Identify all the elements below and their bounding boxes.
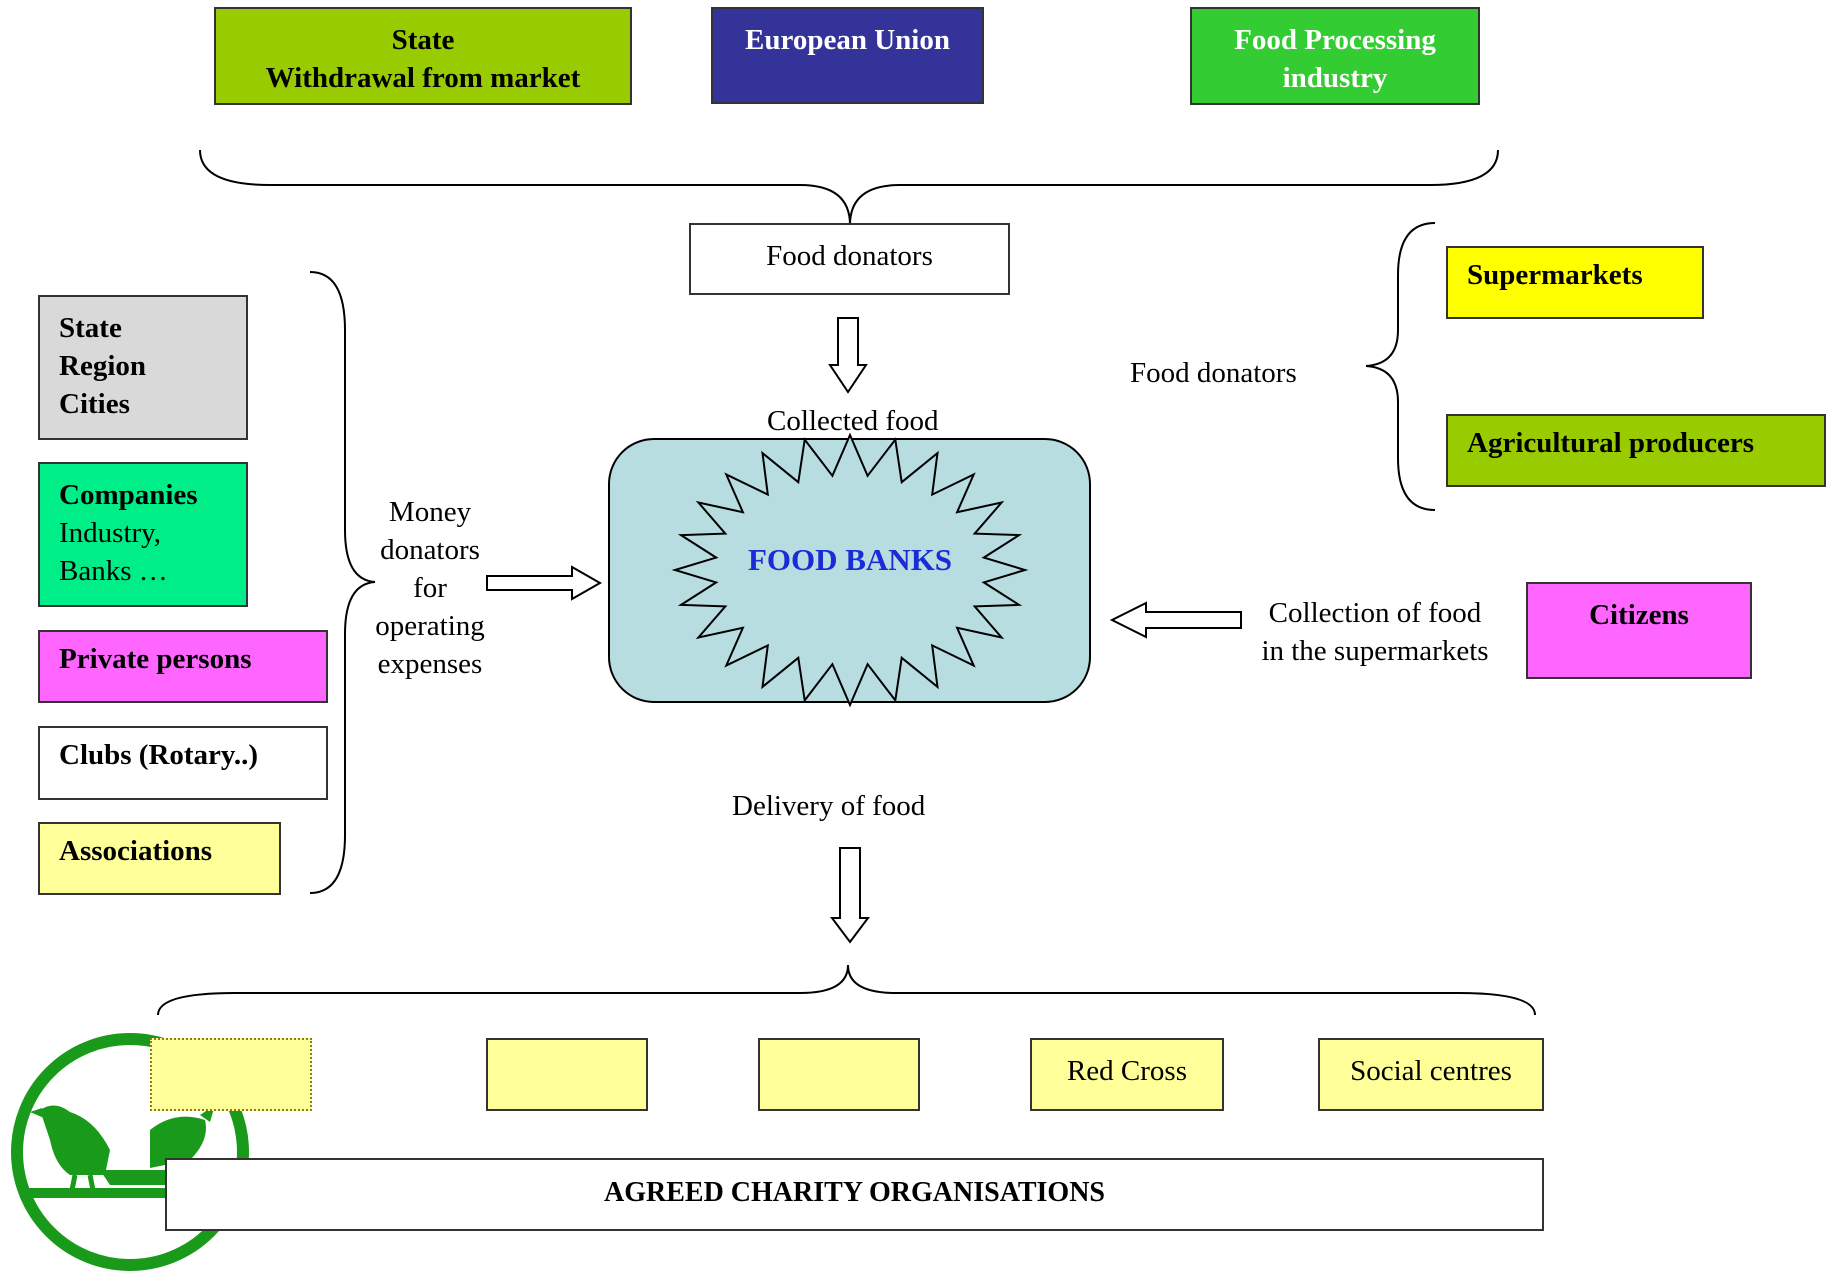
region-label: Region: [59, 350, 146, 382]
arrow-down-delivery: [830, 847, 870, 944]
agreed-charity-box: AGREED CHARITY ORGANISATIONS: [165, 1158, 1544, 1231]
red-cross-label: Red Cross: [1066, 1055, 1188, 1087]
charity-box-3: [758, 1038, 920, 1111]
donators-line: donators: [380, 534, 480, 566]
collection-label: Collection of food in the supermarkets: [1245, 594, 1505, 670]
state-label-left: State: [59, 312, 122, 344]
bottom-brace: [157, 964, 1536, 1016]
private-persons-box: Private persons: [38, 630, 328, 703]
banks-line: Banks …: [59, 555, 168, 587]
arrow-down-collected: [828, 317, 868, 394]
money-line: Money: [388, 496, 472, 528]
cities-label: Cities: [59, 388, 130, 420]
food-processing-label: Food Processing: [1234, 24, 1436, 56]
citizens-label: Citizens: [1589, 599, 1689, 631]
citizens-box: Citizens: [1526, 582, 1752, 679]
state-withdrawal-box: State Withdrawal from market: [214, 7, 632, 105]
supermarkets-label: Supermarkets: [1467, 259, 1643, 291]
food-donators-label: Food donators: [766, 240, 933, 272]
collection-line-1: Collection of food: [1268, 597, 1482, 629]
delivery-label: Delivery of food: [732, 790, 926, 822]
companies-label: Companies: [59, 479, 198, 511]
clubs-label: Clubs (Rotary..): [59, 739, 258, 771]
withdrawal-label: Withdrawal from market: [265, 62, 581, 94]
agricultural-producers-box: Agricultural producers: [1446, 414, 1826, 487]
agricultural-producers-label: Agricultural producers: [1467, 427, 1755, 459]
food-banks-starburst: [671, 432, 1029, 708]
private-persons-label: Private persons: [59, 643, 252, 675]
food-donators-right-label: Food donators: [1130, 357, 1297, 389]
collection-line-2: in the supermarkets: [1261, 635, 1489, 667]
money-donators-label: Money donators for operating expenses: [360, 493, 500, 683]
european-union-label: European Union: [745, 24, 950, 56]
arrow-left-collection: [1109, 601, 1242, 639]
state-region-cities-box: State Region Cities: [38, 295, 248, 440]
expenses-line: expenses: [377, 648, 483, 680]
agreed-charity-label: AGREED CHARITY ORGANISATIONS: [604, 1177, 1105, 1208]
social-centres-label: Social centres: [1350, 1055, 1512, 1087]
food-bank-logo: [11, 1033, 249, 1271]
state-label: State: [391, 24, 455, 56]
charity-box-1: [150, 1038, 312, 1111]
food-banks-label: FOOD BANKS: [747, 542, 953, 577]
associations-box: Associations: [38, 822, 281, 895]
clubs-box: Clubs (Rotary..): [38, 726, 328, 800]
charity-box-2: [486, 1038, 648, 1111]
operating-line: operating: [375, 610, 485, 642]
collected-food-label: Collected food: [767, 405, 939, 437]
industry-line: Industry,: [59, 517, 162, 549]
associations-label: Associations: [59, 835, 213, 867]
right-brace: [1365, 222, 1436, 511]
red-cross-box: Red Cross: [1030, 1038, 1224, 1111]
food-industry-box: Food Processing industry: [1190, 7, 1480, 105]
european-union-box: European Union: [711, 7, 984, 104]
industry-label: industry: [1282, 62, 1388, 94]
supermarkets-box: Supermarkets: [1446, 246, 1704, 319]
food-donators-box: Food donators: [689, 223, 1010, 295]
social-centres-box: Social centres: [1318, 1038, 1544, 1111]
companies-box: Companies Industry, Banks …: [38, 462, 248, 607]
arrow-right-money: [486, 565, 603, 601]
left-brace: [309, 271, 376, 894]
for-line: for: [413, 572, 447, 604]
top-brace: [199, 149, 1499, 226]
